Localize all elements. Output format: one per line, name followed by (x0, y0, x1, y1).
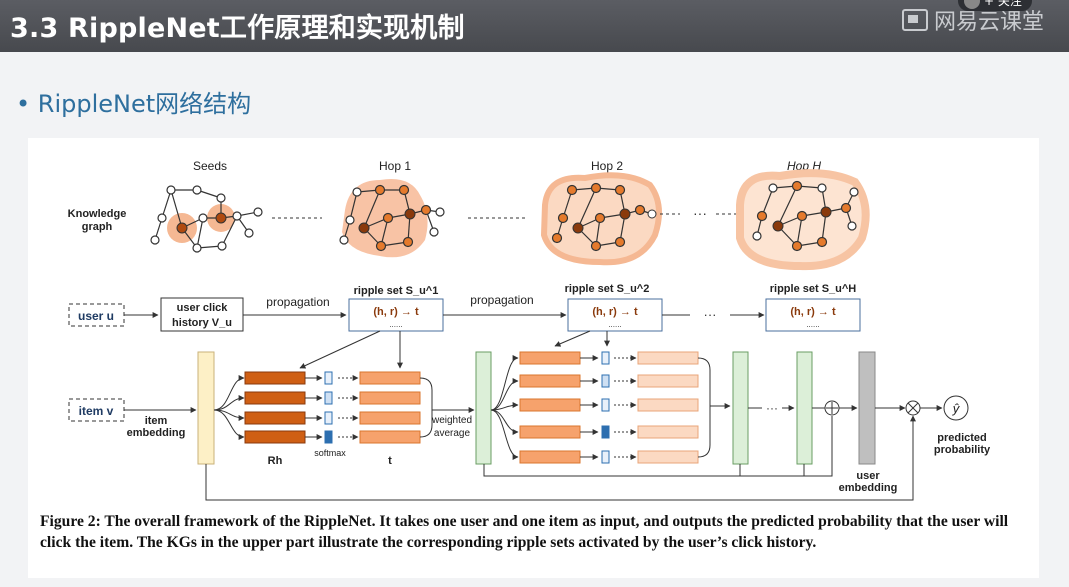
ripple-set-H-title: ripple set S_u^H (770, 283, 857, 295)
bullet-item: • RippleNet网络结构 (16, 84, 251, 119)
hop2-softmax-boxes (601, 351, 610, 464)
propagation-label-1: propagation (266, 295, 329, 309)
kg-hopH (736, 169, 870, 271)
t-bars (359, 371, 421, 444)
predicted-probability-2: probability (934, 444, 991, 456)
ripple-set-H-formula: (h, r) → t (790, 306, 836, 318)
weighted-average-1: weighted (431, 415, 472, 426)
kg-seeds (150, 185, 263, 253)
bullet-text: RippleNet网络结构 (37, 90, 252, 118)
propagation-label-2: propagation (470, 293, 533, 307)
green-bar-3 (796, 351, 813, 465)
ripple-set-H-dots: ...... (806, 320, 819, 329)
green-bar-1 (475, 351, 492, 465)
click-history-line1: user click (177, 302, 229, 314)
hop2-arrows (490, 355, 519, 460)
t-label: t (388, 455, 392, 467)
kg-hop1 (339, 179, 445, 258)
hop2-softmax-arrows (580, 355, 599, 460)
item-embedding-1: item (145, 415, 168, 427)
ripple-set-1-box (348, 298, 444, 332)
item-embedding-2: embedding (127, 427, 186, 439)
softmax-boxes (324, 371, 333, 444)
label-seeds: Seeds (193, 159, 227, 173)
user-embedding-1: user (856, 470, 880, 482)
ripple-set-1-dots: ...... (389, 320, 402, 329)
item-embedding-bar (197, 351, 215, 465)
green-bar-2 (732, 351, 749, 465)
label-hop2: Hop 2 (591, 159, 623, 173)
compute-ellipsis: ··· (766, 401, 778, 415)
hop2-t-arrows (614, 355, 637, 460)
brand-name: 网易云课堂 (934, 10, 1045, 35)
label-hop1: Hop 1 (379, 159, 411, 173)
user-box-label: user u (78, 309, 114, 323)
avatar (964, 0, 980, 9)
ripple-set-2-title: ripple set S_u^2 (565, 283, 650, 295)
ripple-set-1-title: ripple set S_u^1 (354, 285, 439, 297)
predicted-probability-1: predicted (937, 432, 987, 444)
brand-watermark: 网易云课堂 (902, 4, 1044, 36)
prediction-node (943, 395, 969, 421)
softmax-label: softmax (314, 448, 346, 458)
ripple-ellipsis: ··· (704, 307, 717, 322)
item-box-label: item v (79, 404, 114, 418)
hop2-rh-bars (519, 351, 581, 464)
click-history-line2: history V_u (172, 317, 232, 329)
y-hat: ŷ (952, 401, 961, 416)
kg-hop2 (540, 172, 662, 266)
label-knowledge-graph-2: graph (82, 221, 113, 233)
bullet-mark: • (16, 90, 31, 118)
ripple-set-2-formula: (h, r) → t (592, 306, 638, 318)
rh-bars (213, 371, 306, 444)
user-embedding-2: embedding (839, 482, 898, 494)
hop2-t-bars (637, 351, 699, 464)
label-knowledge-graph-1: Knowledge (68, 208, 127, 220)
figure-caption: Figure 2: The overall framework of the R… (40, 513, 1009, 551)
slide-title: 3.3 RippleNet工作原理和实现机制 (10, 13, 465, 44)
user-embedding-bar (858, 351, 876, 465)
follow-label: + 关注 (984, 0, 1022, 8)
t-arrows (338, 375, 359, 440)
hops-ellipsis: ··· (693, 205, 707, 221)
rh-label: Rh (268, 455, 283, 467)
ripple-set-2-box (567, 298, 663, 332)
title-bar: 3.3 RippleNet工作原理和实现机制 网易云课堂 + 关注 (0, 0, 1069, 52)
click-history-box (160, 297, 244, 332)
ripple-set-1-formula: (h, r) → t (373, 306, 419, 318)
ripple-set-H-box (765, 298, 861, 332)
ripple-set-2-dots: ...... (608, 320, 621, 329)
brand-logo-icon (902, 9, 928, 31)
follow-button[interactable]: + 关注 (958, 0, 1032, 11)
softmax-arrows (305, 375, 323, 440)
weighted-average-2: average (434, 428, 471, 439)
